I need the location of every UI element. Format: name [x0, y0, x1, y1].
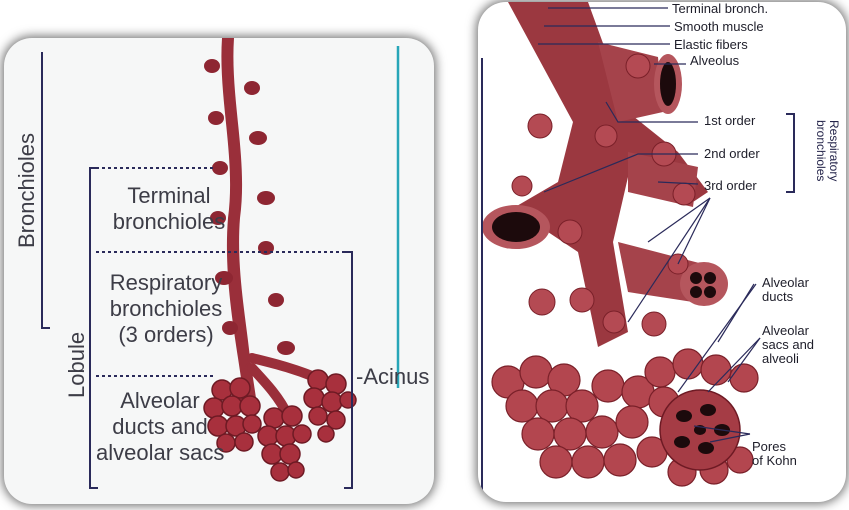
respiratory-bronchioles-label: Respiratory bronchioles (3 orders): [100, 270, 232, 348]
pores-of-kohn-cluster: [660, 390, 740, 470]
terminal-bronchioles-label: Terminal bronchioles: [104, 183, 234, 235]
alveolar-ducts-sacs-label: Alveolar ducts and alveolar sacs: [96, 388, 224, 466]
alveolar-sacs-line3: alveoli: [762, 352, 814, 366]
respiratory-tree-illustration: [478, 2, 846, 502]
pores-of-kohn-line1: Pores: [752, 440, 797, 454]
terminal-bronchioles-line2: bronchioles: [104, 209, 234, 235]
alveolar-ducts-line1: Alveolar: [762, 276, 809, 290]
respiratory-bronchioles-vline1: Respiratory: [827, 120, 840, 181]
bronchioles-label: Bronchioles: [14, 133, 40, 248]
elastic-fibers-label: Elastic fibers: [674, 38, 748, 52]
right-diagram-panel: Terminal bronch. Smooth muscle Elastic f…: [478, 2, 846, 502]
smooth-muscle-label: Smooth muscle: [674, 20, 764, 34]
respiratory-bronchioles-line2: bronchioles: [100, 296, 232, 322]
respiratory-bronchioles-vertical-label: Respiratory bronchioles: [814, 120, 840, 181]
alveolar-ducts-label: Alveolar ducts: [762, 276, 809, 304]
respiratory-bronchioles-line1: Respiratory: [100, 270, 232, 296]
left-diagram-panel: Bronchioles Lobule Terminal bronchioles …: [4, 38, 434, 504]
first-order-label: 1st order: [704, 114, 755, 128]
terminal-bronch-label: Terminal bronch.: [672, 2, 768, 16]
alveolar-line1: Alveolar: [96, 388, 224, 414]
alveolar-line2: ducts and: [96, 414, 224, 440]
lobule-label: Lobule: [64, 332, 90, 398]
alveolar-sacs-label: Alveolar sacs and alveoli: [762, 324, 814, 366]
respiratory-bronchioles-line3: (3 orders): [100, 322, 232, 348]
pores-of-kohn-label: Pores of Kohn: [752, 440, 797, 468]
alveolar-line3: alveolar sacs: [96, 440, 224, 466]
second-order-label: 2nd order: [704, 147, 760, 161]
third-order-label: 3rd order: [704, 179, 757, 193]
pores-of-kohn-line2: of Kohn: [752, 454, 797, 468]
respiratory-bronchioles-vline2: bronchioles: [814, 120, 827, 181]
acinus-label: -Acinus: [356, 364, 429, 390]
alveolar-sacs-line2: sacs and: [762, 338, 814, 352]
alveolar-sacs-line1: Alveolar: [762, 324, 814, 338]
acinus-text: Acinus: [363, 364, 429, 389]
alveolus-label: Alveolus: [690, 54, 739, 68]
alveolar-ducts-line2: ducts: [762, 290, 809, 304]
alveolar-sac-clusters: [204, 370, 356, 481]
terminal-bronchioles-line1: Terminal: [104, 183, 234, 209]
